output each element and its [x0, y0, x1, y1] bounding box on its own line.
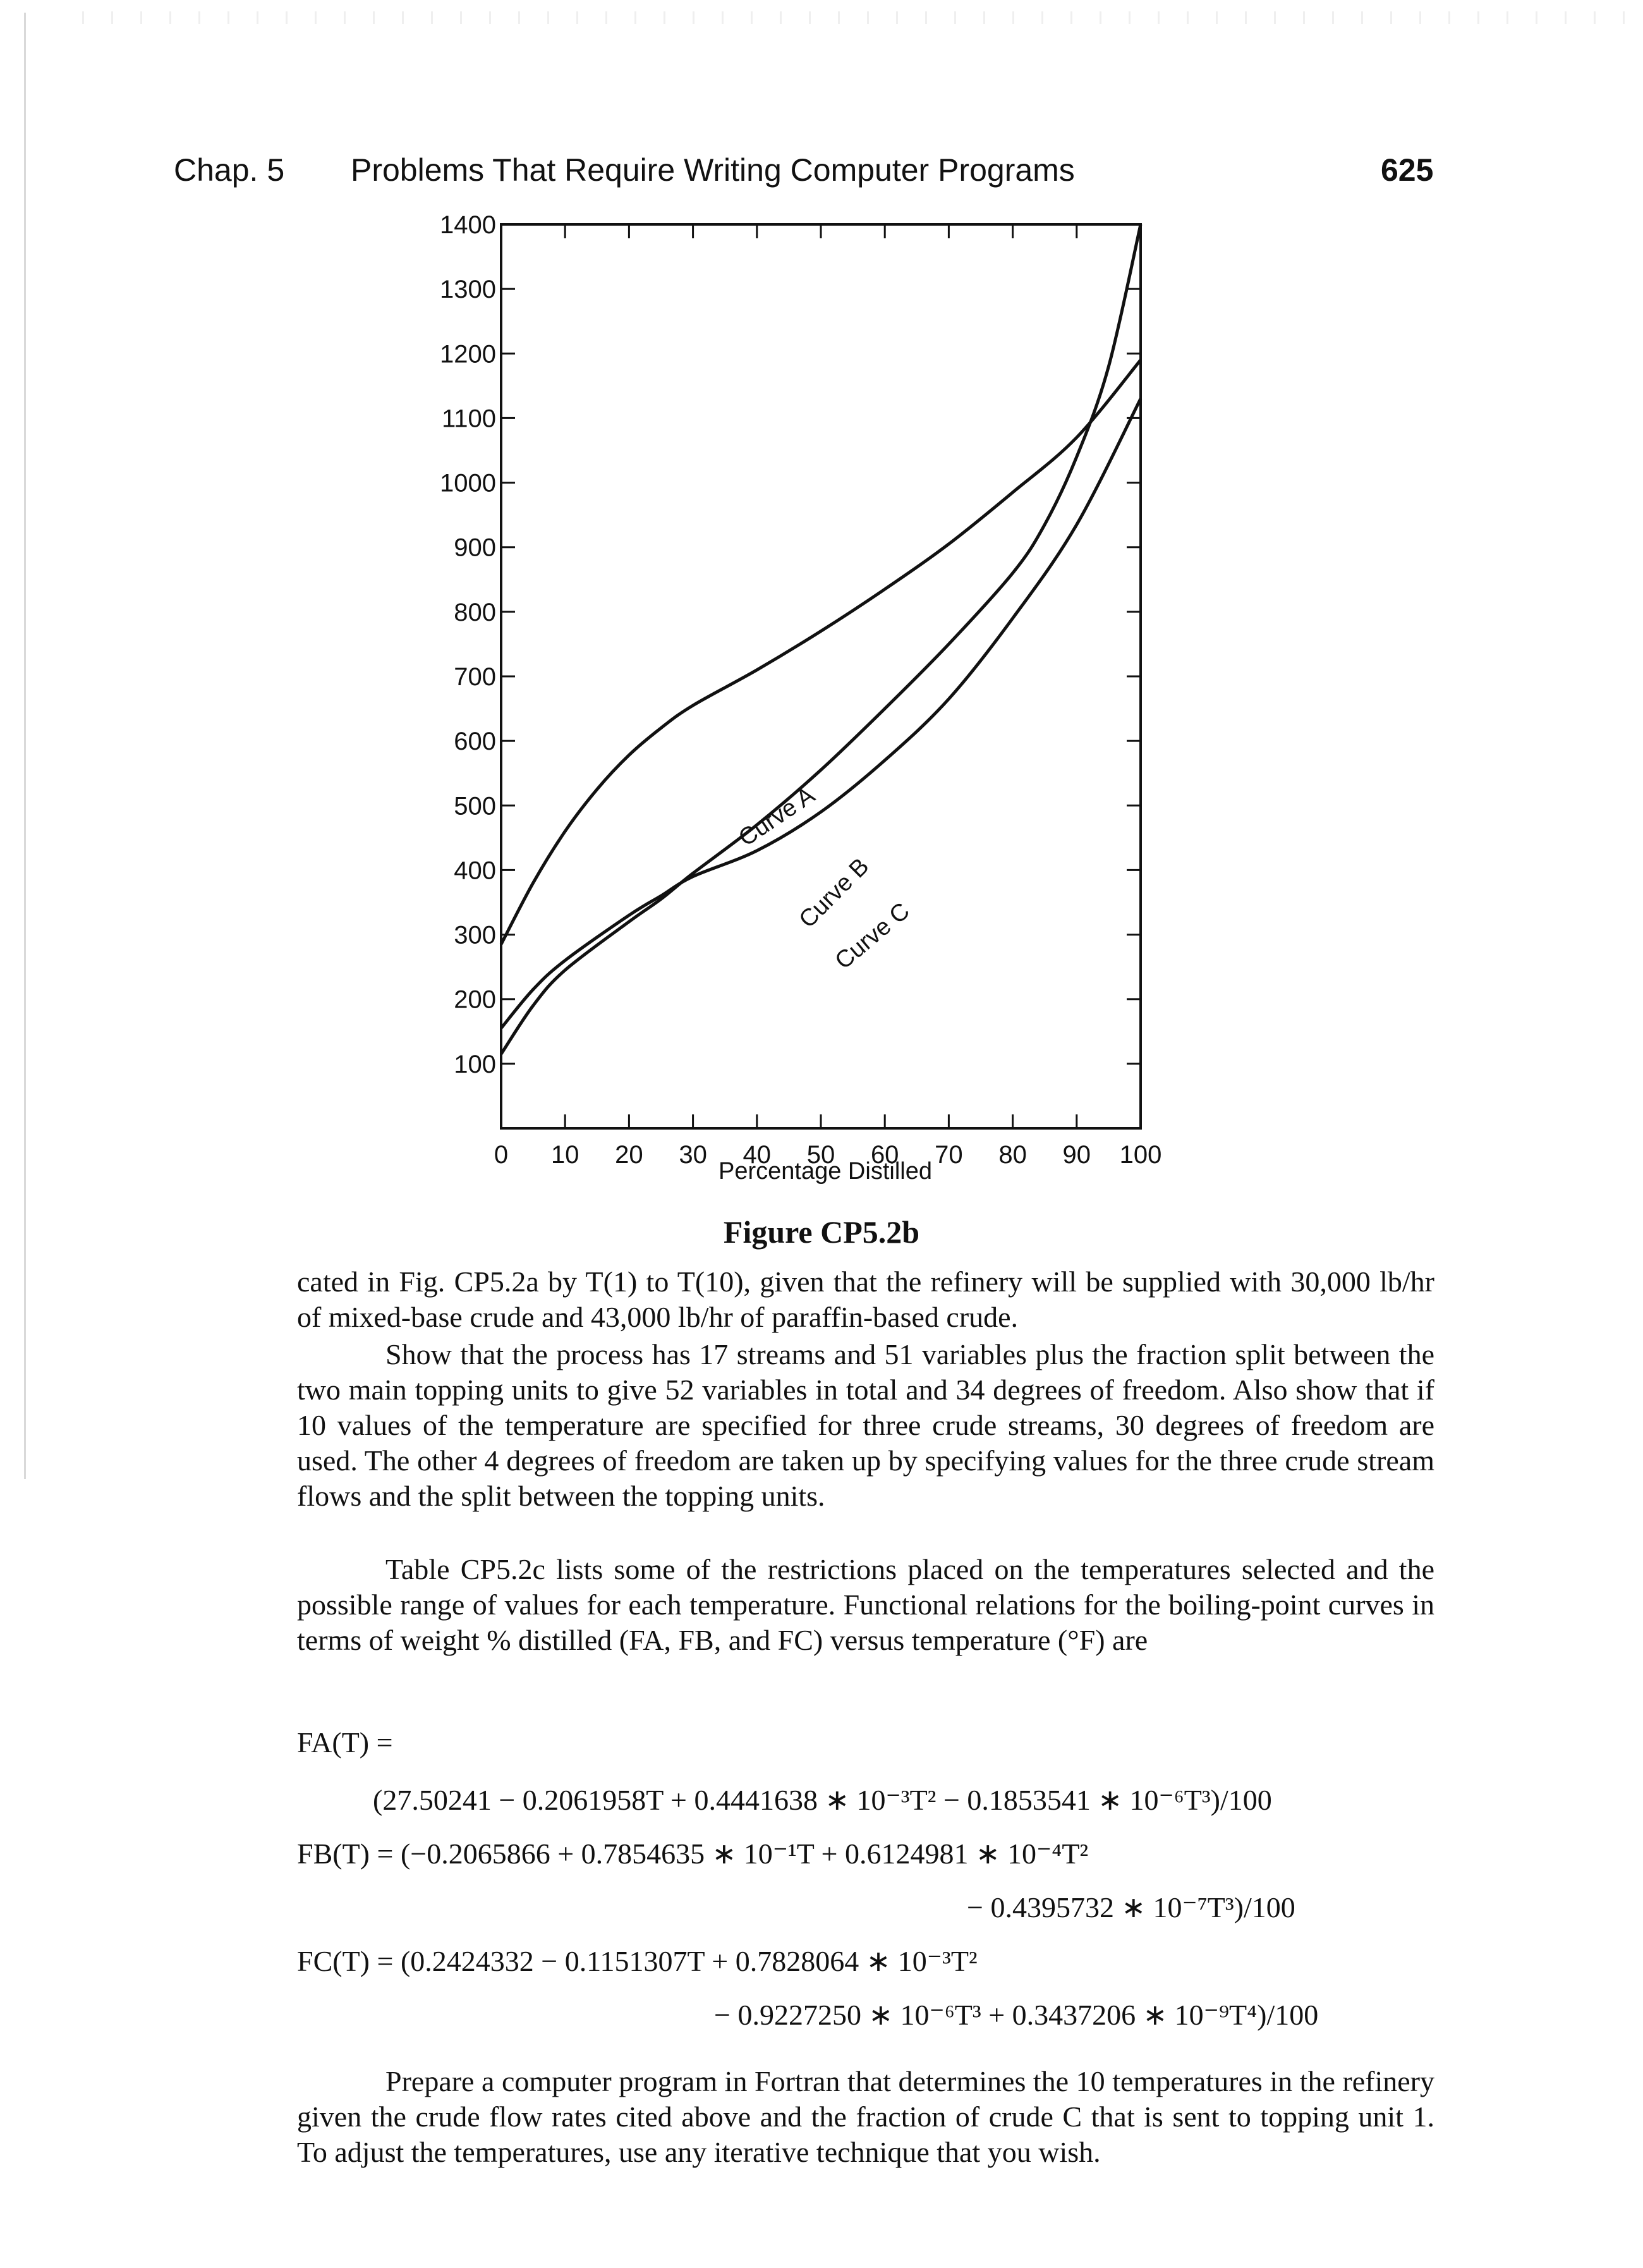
x-tick-labels: 0 10 20 30 40 50 60 70 80 90 100 — [494, 1141, 1162, 1169]
y-tick-label: 1100 — [442, 405, 496, 432]
y-tick-label: 400 — [454, 857, 496, 884]
x-tick-label: 40 — [743, 1141, 772, 1169]
x-tick-label: 0 — [494, 1141, 508, 1169]
y-tick-label: 1000 — [440, 470, 496, 497]
y-tick-label: 300 — [454, 922, 496, 949]
chapter-label: Chap. 5 — [174, 152, 285, 188]
fc-equation-line-2: − 0.9227250 ∗ 10⁻⁶T³ + 0.3437206 ∗ 10⁻⁹T… — [714, 1999, 1319, 2031]
fc-equation-line-1: FC(T) = (0.2424332 − 0.1151307T + 0.7828… — [297, 1945, 978, 1977]
y-tick-label: 500 — [454, 792, 496, 820]
y-tick-labels: 100 200 300 400 500 600 700 800 900 1000 1100 1200 1… — [440, 211, 496, 1078]
x-tick-label: 10 — [551, 1141, 579, 1169]
y-tick-label: 800 — [454, 599, 496, 626]
x-tick-label: 50 — [807, 1141, 835, 1169]
paragraph-2: Show that the process has 17 streams and… — [297, 1338, 1434, 1512]
plot-frame — [500, 223, 1142, 1130]
curve-label-b: Curve B — [794, 853, 875, 934]
y-tick-label: 200 — [454, 986, 496, 1014]
x-axis-title: Percentage Distilled — [718, 1158, 932, 1185]
x-tick-label: 70 — [935, 1141, 963, 1169]
y-tick-label: 100 — [454, 1051, 496, 1078]
scan-noise — [82, 11, 1630, 24]
fb-equation-line-1: FB(T) = (−0.2065866 + 0.7854635 ∗ 10⁻¹T … — [297, 1838, 1089, 1870]
paragraph-4: Prepare a computer program in Fortran th… — [297, 2065, 1434, 2168]
fa-equation: (27.50241 − 0.2061958T + 0.4441638 ∗ 10⁻… — [373, 1784, 1272, 1816]
figure-caption: Figure CP5.2b — [723, 1214, 920, 1250]
paragraph-3: Table CP5.2c lists some of the restricti… — [297, 1553, 1434, 1656]
x-tick-label: 80 — [998, 1141, 1027, 1169]
x-tick-label: 100 — [1120, 1141, 1162, 1169]
curve-c-line — [500, 398, 1143, 1030]
fb-equation-line-2: − 0.4395732 ∗ 10⁻⁷T³)/100 — [967, 1891, 1295, 1924]
chapter-title: Problems That Require Writing Computer P… — [351, 152, 1075, 188]
y-tick-label: 1300 — [440, 276, 496, 303]
page-header: Chap. 5 Problems That Require Writing Co… — [0, 152, 1643, 202]
page-number: 625 — [1381, 152, 1434, 188]
tick-marks — [500, 223, 1142, 1128]
fa-label: FA(T) = — [297, 1726, 393, 1759]
y-tick-label: 900 — [454, 534, 496, 562]
y-tick-label: 700 — [454, 663, 496, 691]
x-tick-label: 30 — [679, 1141, 707, 1169]
y-tick-label: 1400 — [440, 211, 496, 239]
x-tick-label: 60 — [871, 1141, 899, 1169]
paragraph-1: cated in Fig. CP5.2a by T(1) to T(10), g… — [297, 1265, 1434, 1333]
curve-label-c: Curve C — [830, 898, 915, 975]
x-tick-label: 90 — [1063, 1141, 1091, 1169]
curve-b-line — [499, 224, 1143, 1055]
curves — [499, 224, 1143, 1055]
curve-a-line — [499, 358, 1142, 946]
boiling-point-chart: 1002003004005006007008009001000110012001… — [440, 211, 1162, 1185]
x-tick-label: 20 — [615, 1141, 643, 1169]
y-tick-label: 600 — [454, 728, 496, 755]
y-tick-label: 1200 — [440, 340, 496, 368]
margin-rule — [24, 13, 26, 1479]
